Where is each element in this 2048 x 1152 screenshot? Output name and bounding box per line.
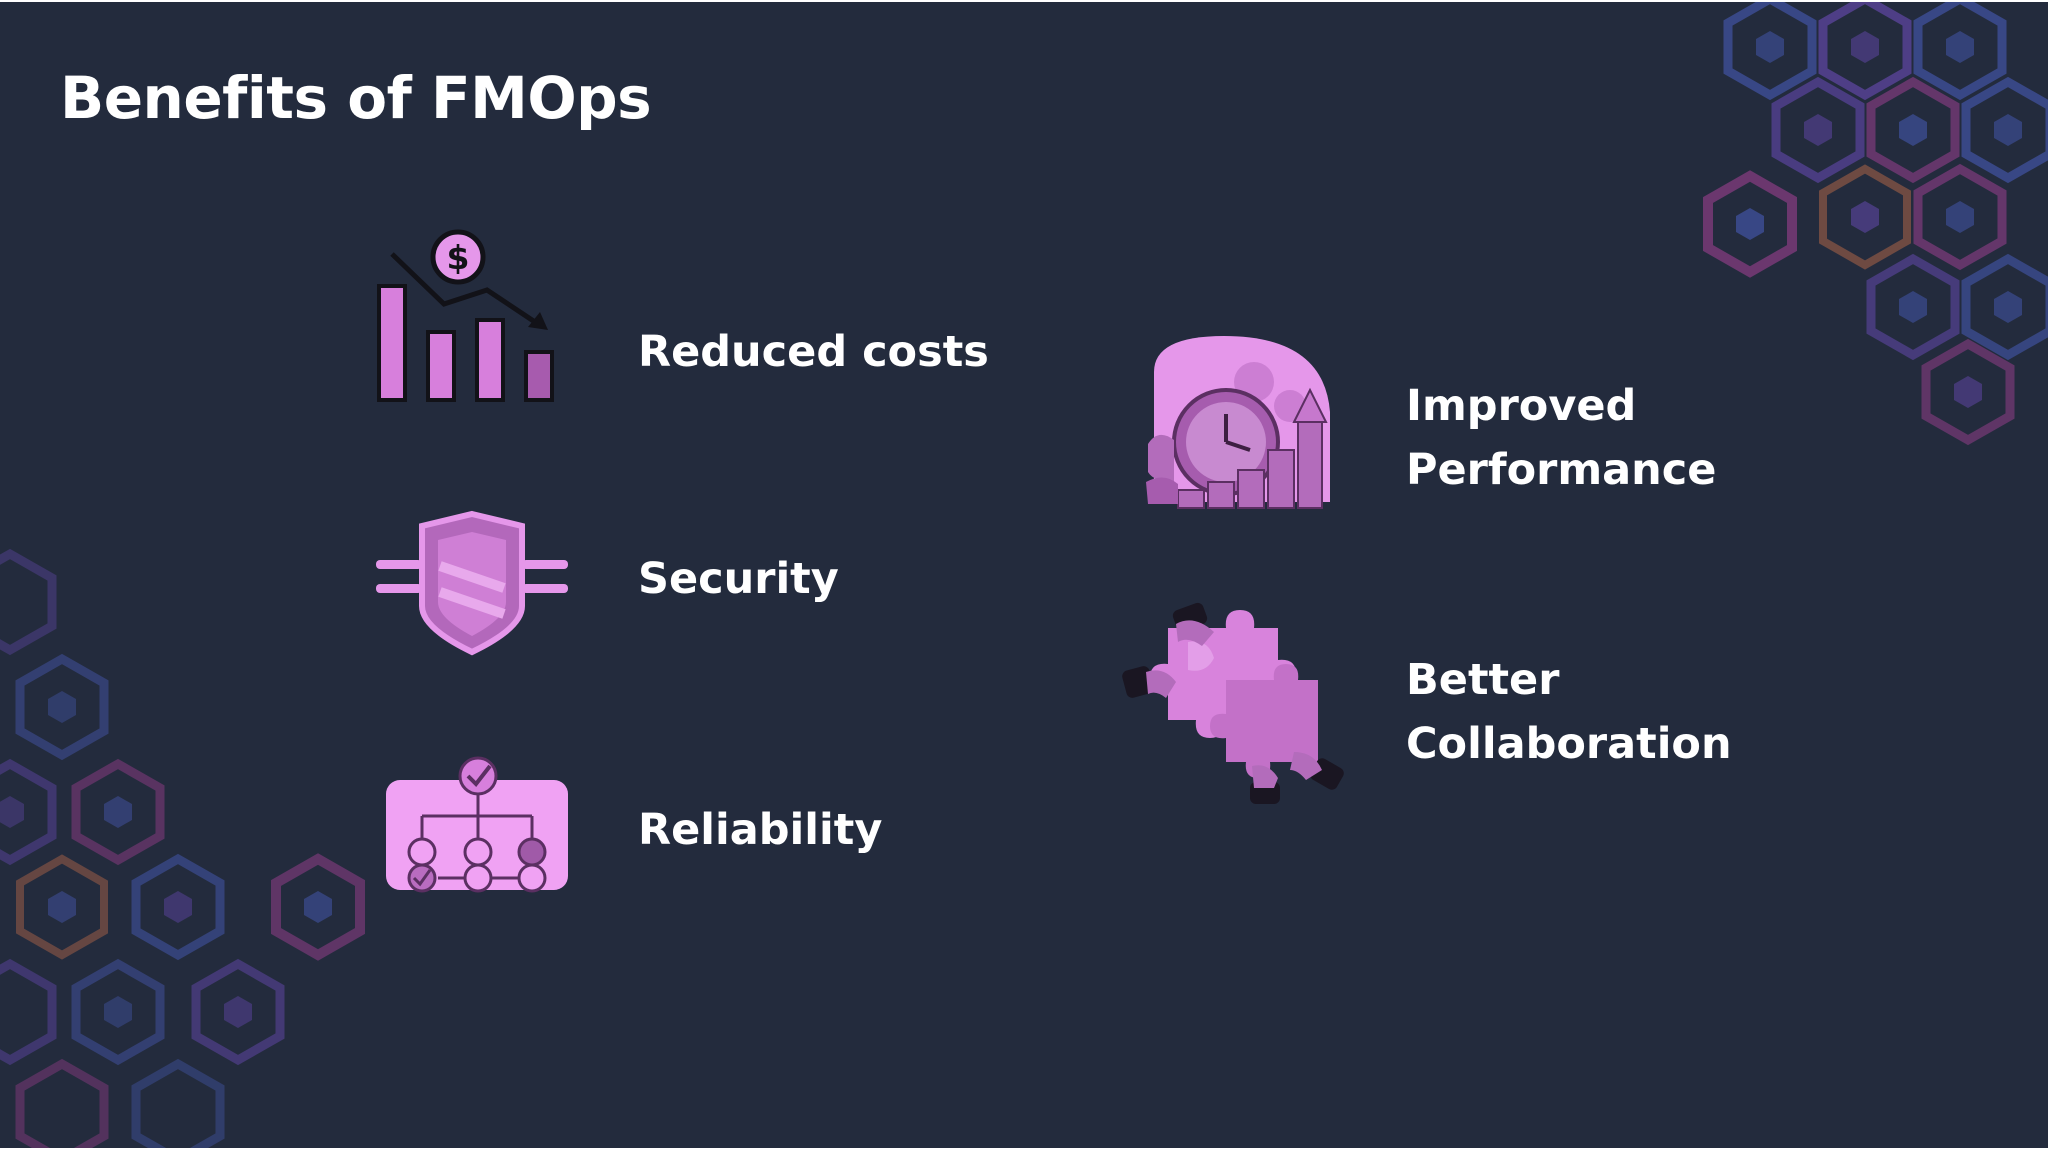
hexagon-icon xyxy=(1913,2,2007,101)
hexagon-icon xyxy=(71,758,165,866)
hexagon-icon xyxy=(191,958,285,1066)
hexagon-icon xyxy=(0,958,57,1066)
benefit-label-security: Security xyxy=(638,554,839,604)
benefit-label-reliability: Reliability xyxy=(638,805,883,855)
slide-title: Benefits of FMOps xyxy=(60,64,652,132)
hexagon-icon xyxy=(1819,164,1911,270)
hexagon-icon xyxy=(131,853,225,961)
hexagon-icon xyxy=(15,653,109,761)
hexagon-icon xyxy=(1818,2,1912,101)
hexagon-icon xyxy=(131,1058,225,1148)
hexagon-icon xyxy=(1961,76,2048,184)
hexagon-icon xyxy=(71,958,165,1066)
hexagon-icon xyxy=(1866,76,1960,184)
puzzle-hands-icon xyxy=(1122,602,1344,804)
benefit-label-better-collaboration: Better Collaboration xyxy=(1406,648,1732,776)
benefit-label-reduced-costs: Reduced costs xyxy=(638,327,989,377)
benefit-label-line: Better xyxy=(1406,655,1560,705)
cost-reduction-chart-icon: $ xyxy=(377,229,554,402)
hexagon-icon xyxy=(1723,2,1817,101)
hexagon-icon xyxy=(1866,253,1960,361)
benefit-label-improved-performance: Improved Performance xyxy=(1406,374,1716,502)
benefit-label-line: Performance xyxy=(1406,445,1717,495)
hexagon-icon xyxy=(1703,170,1797,278)
hexagon-icon xyxy=(1961,253,2048,361)
hexagon-cluster-bottom-left xyxy=(0,548,365,1148)
clock-growth-chart-icon xyxy=(1146,336,1330,509)
hexagon-cluster-top-right xyxy=(1703,2,2048,446)
shield-icon xyxy=(376,510,568,656)
hexagon-icon xyxy=(1921,338,2015,446)
hexagon-icon xyxy=(1913,163,2007,271)
workflow-checklist-icon xyxy=(386,756,568,893)
hexagon-icon xyxy=(0,758,57,866)
svg-text:$: $ xyxy=(447,238,470,277)
hexagon-icon xyxy=(16,854,108,960)
hexagon-icon xyxy=(271,853,365,961)
hexagon-icon xyxy=(15,1058,109,1148)
hexagon-icon xyxy=(1771,76,1865,184)
benefit-label-line: Collaboration xyxy=(1406,719,1732,769)
hexagon-icon xyxy=(0,548,57,656)
benefit-label-line: Improved xyxy=(1406,381,1637,431)
